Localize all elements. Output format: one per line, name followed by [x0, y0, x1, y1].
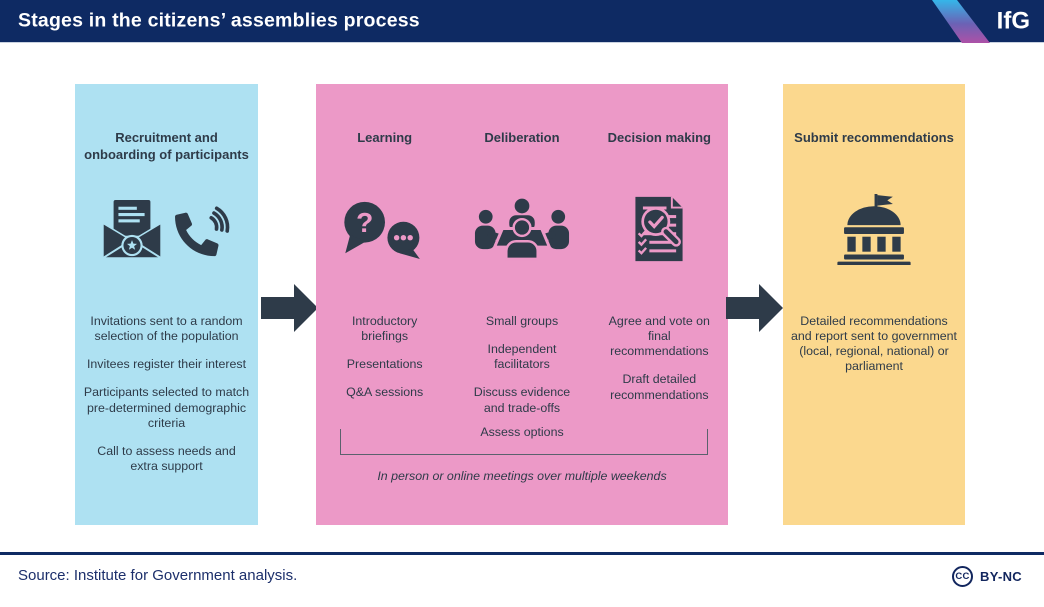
recruitment-icons	[75, 186, 258, 272]
cc-icon: CC	[952, 566, 974, 587]
phone-call-icon	[174, 206, 229, 257]
license-badge: CC BY-NC	[952, 566, 1022, 587]
list-item: Call to assess needs and extra support	[97, 443, 236, 473]
column-learning: Learning ? Introductory briefings Presen…	[316, 84, 453, 525]
page-title: Stages in the citizens’ assemblies proce…	[18, 9, 420, 32]
header-bar: Stages in the citizens’ assemblies proce…	[0, 0, 1044, 43]
list-item: Draft detailed recommendations	[610, 372, 709, 402]
list-item: Presentations	[346, 357, 423, 372]
meeting-table-icon	[474, 198, 570, 260]
decision-icon-row	[591, 186, 728, 272]
assembly-footnote: In person or online meetings over multip…	[377, 469, 667, 483]
panel-submit-title: Submit recommendations	[794, 130, 954, 145]
panel-recruitment-title: Recruitment and onboarding of participan…	[84, 130, 249, 162]
column-deliberation-title: Deliberation	[484, 130, 560, 145]
government-building-icon	[837, 193, 911, 265]
source-note: Source: Institute for Government analysi…	[18, 567, 298, 584]
list-item: Introductory briefings	[351, 314, 418, 344]
ifg-logo: IfG	[926, 0, 1044, 43]
decision-items: Agree and vote on final recommendations …	[603, 314, 716, 403]
assembly-columns: Learning ? Introductory briefings Presen…	[316, 84, 728, 525]
bracket-label: Assess options	[480, 425, 564, 439]
checklist-magnifier-icon	[635, 196, 683, 262]
learning-icon-row: ?	[316, 186, 453, 272]
recruitment-items: Invitations sent to a random selection o…	[83, 314, 250, 474]
submit-items: Detailed recommendations and report sent…	[791, 314, 957, 375]
span-bracket	[340, 429, 708, 455]
speech-bubbles-icon: ?	[343, 201, 420, 260]
logo-stripe-icon	[932, 0, 990, 43]
list-item: Invitations sent to a random selection o…	[90, 314, 243, 344]
list-item: Discuss evidence and trade-offs	[473, 385, 571, 415]
learning-items: Introductory briefings Presentations Q&A…	[328, 314, 441, 401]
svg-text:?: ?	[356, 207, 373, 238]
list-item: Invitees register their interest	[86, 357, 247, 372]
deliberation-items: Small groups Independent facilitators Di…	[465, 314, 578, 416]
logo-text: IfG	[996, 6, 1030, 34]
panel-submit: Submit recommendations Detailed recommen…	[783, 84, 965, 525]
flow-arrow-icon	[726, 284, 783, 332]
list-item: Detailed recommendations and report sent…	[791, 314, 957, 374]
column-decision-title: Decision making	[607, 130, 711, 145]
list-item: Participants selected to match pre-deter…	[83, 385, 250, 430]
list-item: Small groups	[485, 314, 559, 328]
column-learning-title: Learning	[357, 130, 413, 145]
list-item: Agree and vote on final recommendations	[608, 314, 710, 359]
envelope-letter-icon	[101, 199, 162, 259]
list-item: Independent facilitators	[487, 342, 557, 372]
panel-assembly: Learning ? Introductory briefings Presen…	[316, 84, 728, 525]
panel-recruitment: Recruitment and onboarding of participan…	[75, 84, 258, 525]
submit-icon-row	[783, 186, 965, 272]
footer-divider	[0, 552, 1044, 555]
license-text: BY-NC	[980, 569, 1022, 584]
column-deliberation: Deliberation	[453, 84, 590, 525]
deliberation-icon-row	[453, 186, 590, 272]
flow-arrow-icon	[261, 284, 318, 332]
list-item: Q&A sessions	[346, 385, 424, 400]
column-decision: Decision making	[591, 84, 728, 525]
